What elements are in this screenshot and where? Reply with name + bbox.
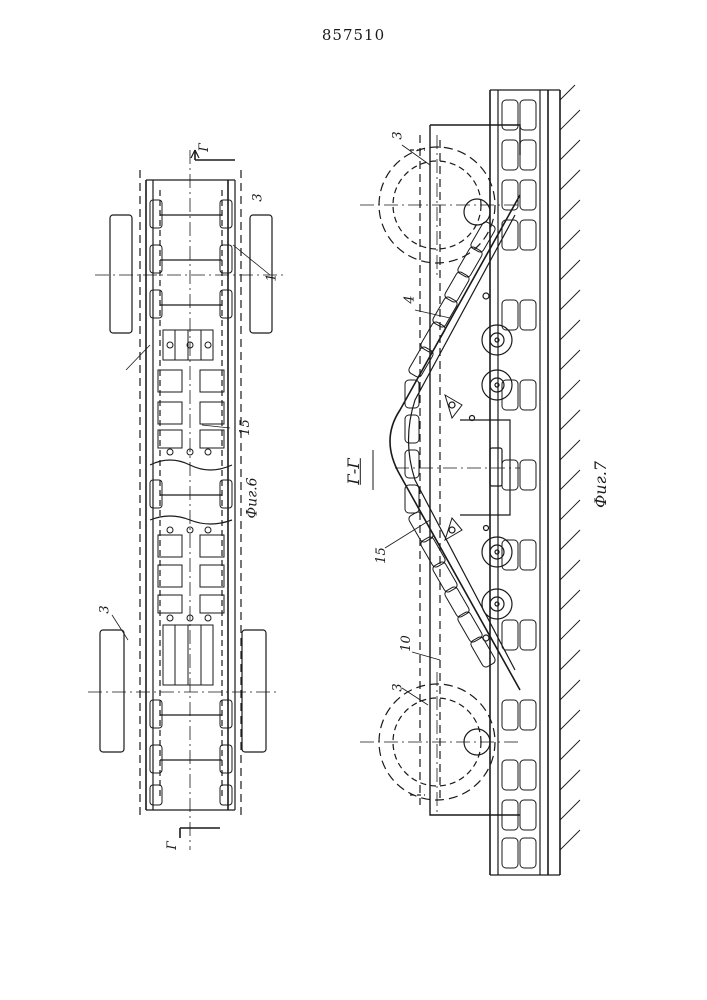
- patent-number: 857510: [0, 26, 707, 44]
- fig7-callout-3-top: 3: [391, 131, 406, 139]
- fig6-section-mark-top: Г: [197, 143, 212, 152]
- fig7-callout-3-bottom: 3: [391, 683, 406, 691]
- fig7-caption: Фиг.7: [591, 461, 610, 508]
- fig6-callout-1: 1: [265, 273, 280, 281]
- fig6-caption: Фиг.6: [245, 477, 261, 518]
- fig6-section-mark-bottom: Г: [165, 841, 180, 850]
- fig7-section-title: Г-Г: [344, 458, 363, 485]
- fig7-callout-4: 4: [403, 295, 418, 303]
- fig7-callout-10: 10: [399, 635, 414, 652]
- fig6-callout-3-bottom: 3: [98, 605, 113, 613]
- fig6-callout-3-top: 3: [251, 193, 266, 201]
- fig6-callout-15: 15: [238, 419, 253, 436]
- fig7-drawing: [360, 85, 580, 875]
- fig7-callout-15: 15: [374, 547, 389, 564]
